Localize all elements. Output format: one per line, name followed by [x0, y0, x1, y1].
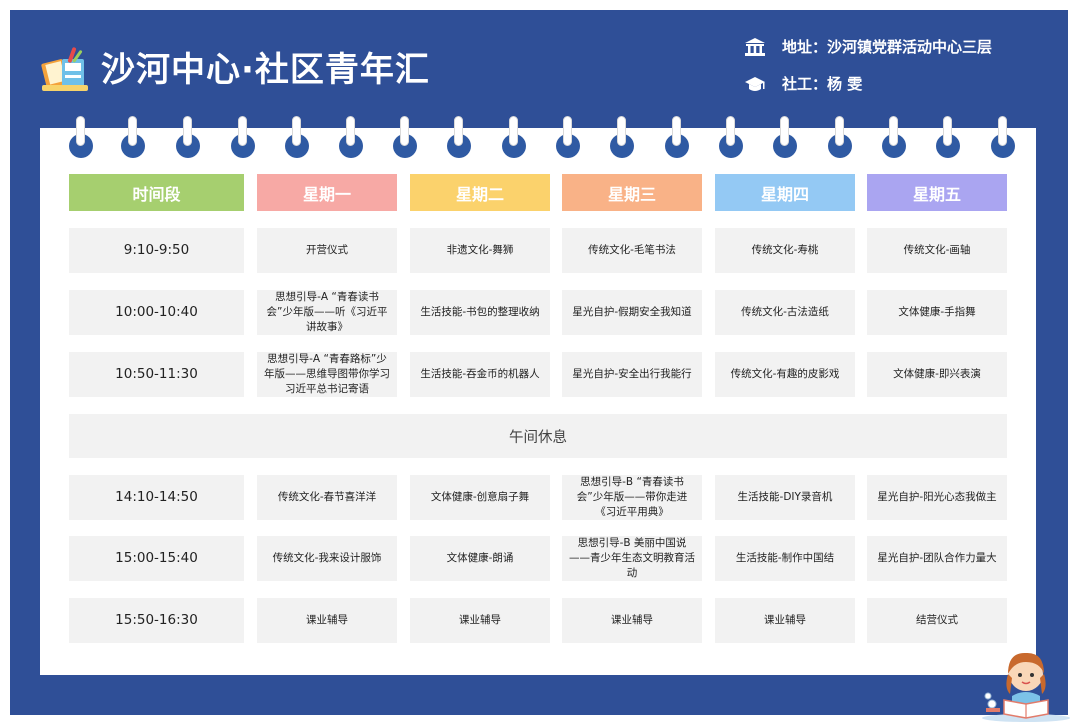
activity-cell: 文体健康-即兴表演: [867, 352, 1007, 397]
address-text: 地址：沙河镇党群活动中心三层: [782, 38, 993, 56]
activity-cell: 思想引导-A “青春读书会”少年版——听《习近平讲故事》: [257, 290, 397, 335]
ring-hook: [292, 116, 301, 146]
worker-line: 社工：杨 雯: [745, 73, 1045, 95]
binder-ring: [121, 116, 145, 158]
binder-ring: [69, 116, 93, 158]
binder-ring: [176, 116, 200, 158]
activity-cell: 星光自护-阳光心态我做主: [867, 475, 1007, 520]
calendar-paper: [40, 128, 1036, 675]
binder-ring: [936, 116, 960, 158]
binder-ring: [719, 116, 743, 158]
worker-text: 社工：杨 雯: [782, 75, 863, 93]
ring-hook: [238, 116, 247, 146]
binder-ring: [285, 116, 309, 158]
time-slot-cell: 14:10-14:50: [69, 475, 244, 520]
time-slot-cell: 15:50-16:30: [69, 598, 244, 643]
ring-hook: [346, 116, 355, 146]
time-slot-cell: 10:00-10:40: [69, 290, 244, 335]
activity-cell: 生活技能-书包的整理收纳: [410, 290, 550, 335]
ring-hook: [780, 116, 789, 146]
ring-hook: [617, 116, 626, 146]
binder-ring: [339, 116, 363, 158]
activity-cell: 生活技能-制作中国结: [715, 536, 855, 581]
building-icon: [745, 38, 765, 56]
header-time-slot: 时间段: [69, 174, 244, 211]
ring-hook: [835, 116, 844, 146]
activity-cell: 传统文化-寿桃: [715, 228, 855, 273]
header-day-3: 星期三: [562, 174, 702, 211]
activity-cell: 课业辅导: [257, 598, 397, 643]
activity-cell: 星光自护-团队合作力量大: [867, 536, 1007, 581]
activity-cell: 文体健康-手指舞: [867, 290, 1007, 335]
activity-cell: 结营仪式: [867, 598, 1007, 643]
books-icon: [41, 47, 88, 91]
activity-cell: 思想引导-A “青春路标”少年版——思维导图带你学习习近平总书记寄语: [257, 352, 397, 397]
binder-ring: [882, 116, 906, 158]
activity-cell: 开营仪式: [257, 228, 397, 273]
header-day-1: 星期一: [257, 174, 397, 211]
graduation-cap-icon: [745, 77, 765, 91]
binder-ring: [773, 116, 797, 158]
activity-cell: 传统文化-古法造纸: [715, 290, 855, 335]
ring-hook: [998, 116, 1007, 146]
binder-ring: [556, 116, 580, 158]
lunch-break-row: 午间休息: [69, 414, 1007, 458]
binder-ring: [393, 116, 417, 158]
activity-cell: 文体健康-朗诵: [410, 536, 550, 581]
ring-hook: [454, 116, 463, 146]
page-title: 沙河中心·社区青年汇: [101, 50, 430, 90]
activity-cell: 课业辅导: [562, 598, 702, 643]
address-line: 地址：沙河镇党群活动中心三层: [745, 36, 1045, 58]
activity-cell: 星光自护-安全出行我能行: [562, 352, 702, 397]
time-slot-cell: 15:00-15:40: [69, 536, 244, 581]
activity-cell: 传统文化-画轴: [867, 228, 1007, 273]
activity-cell: 传统文化-有趣的皮影戏: [715, 352, 855, 397]
binder-ring: [610, 116, 634, 158]
reading-child-icon: [982, 652, 1070, 722]
ring-hook: [76, 116, 85, 146]
activity-cell: 传统文化-我来设计服饰: [257, 536, 397, 581]
activity-cell: 传统文化-毛笔书法: [562, 228, 702, 273]
activity-cell: 传统文化-春节喜洋洋: [257, 475, 397, 520]
activity-cell: 生活技能-DIY录音机: [715, 475, 855, 520]
time-slot-cell: 10:50-11:30: [69, 352, 244, 397]
binder-ring: [991, 116, 1015, 158]
binder-ring: [231, 116, 255, 158]
time-slot-cell: 9:10-9:50: [69, 228, 244, 273]
activity-cell: 课业辅导: [410, 598, 550, 643]
header-day-2: 星期二: [410, 174, 550, 211]
ring-hook: [943, 116, 952, 146]
activity-cell: 生活技能-吞金币的机器人: [410, 352, 550, 397]
binder-ring: [502, 116, 526, 158]
ring-hook: [563, 116, 572, 146]
activity-cell: 思想引导-B “青春读书会”少年版——带你走进《习近平用典》: [562, 475, 702, 520]
binder-ring: [828, 116, 852, 158]
activity-cell: 课业辅导: [715, 598, 855, 643]
binder-ring: [665, 116, 689, 158]
ring-hook: [128, 116, 137, 146]
header-day-5: 星期五: [867, 174, 1007, 211]
ring-hook: [889, 116, 898, 146]
header-day-4: 星期四: [715, 174, 855, 211]
ring-hook: [400, 116, 409, 146]
ring-hook: [726, 116, 735, 146]
ring-hook: [183, 116, 192, 146]
activity-cell: 思想引导-B 美丽中国说——青少年生态文明教育活动: [562, 536, 702, 581]
activity-cell: 非遗文化-舞狮: [410, 228, 550, 273]
activity-cell: 星光自护-假期安全我知道: [562, 290, 702, 335]
activity-cell: 文体健康-创意扇子舞: [410, 475, 550, 520]
ring-hook: [509, 116, 518, 146]
ring-hook: [672, 116, 681, 146]
binder-ring: [447, 116, 471, 158]
